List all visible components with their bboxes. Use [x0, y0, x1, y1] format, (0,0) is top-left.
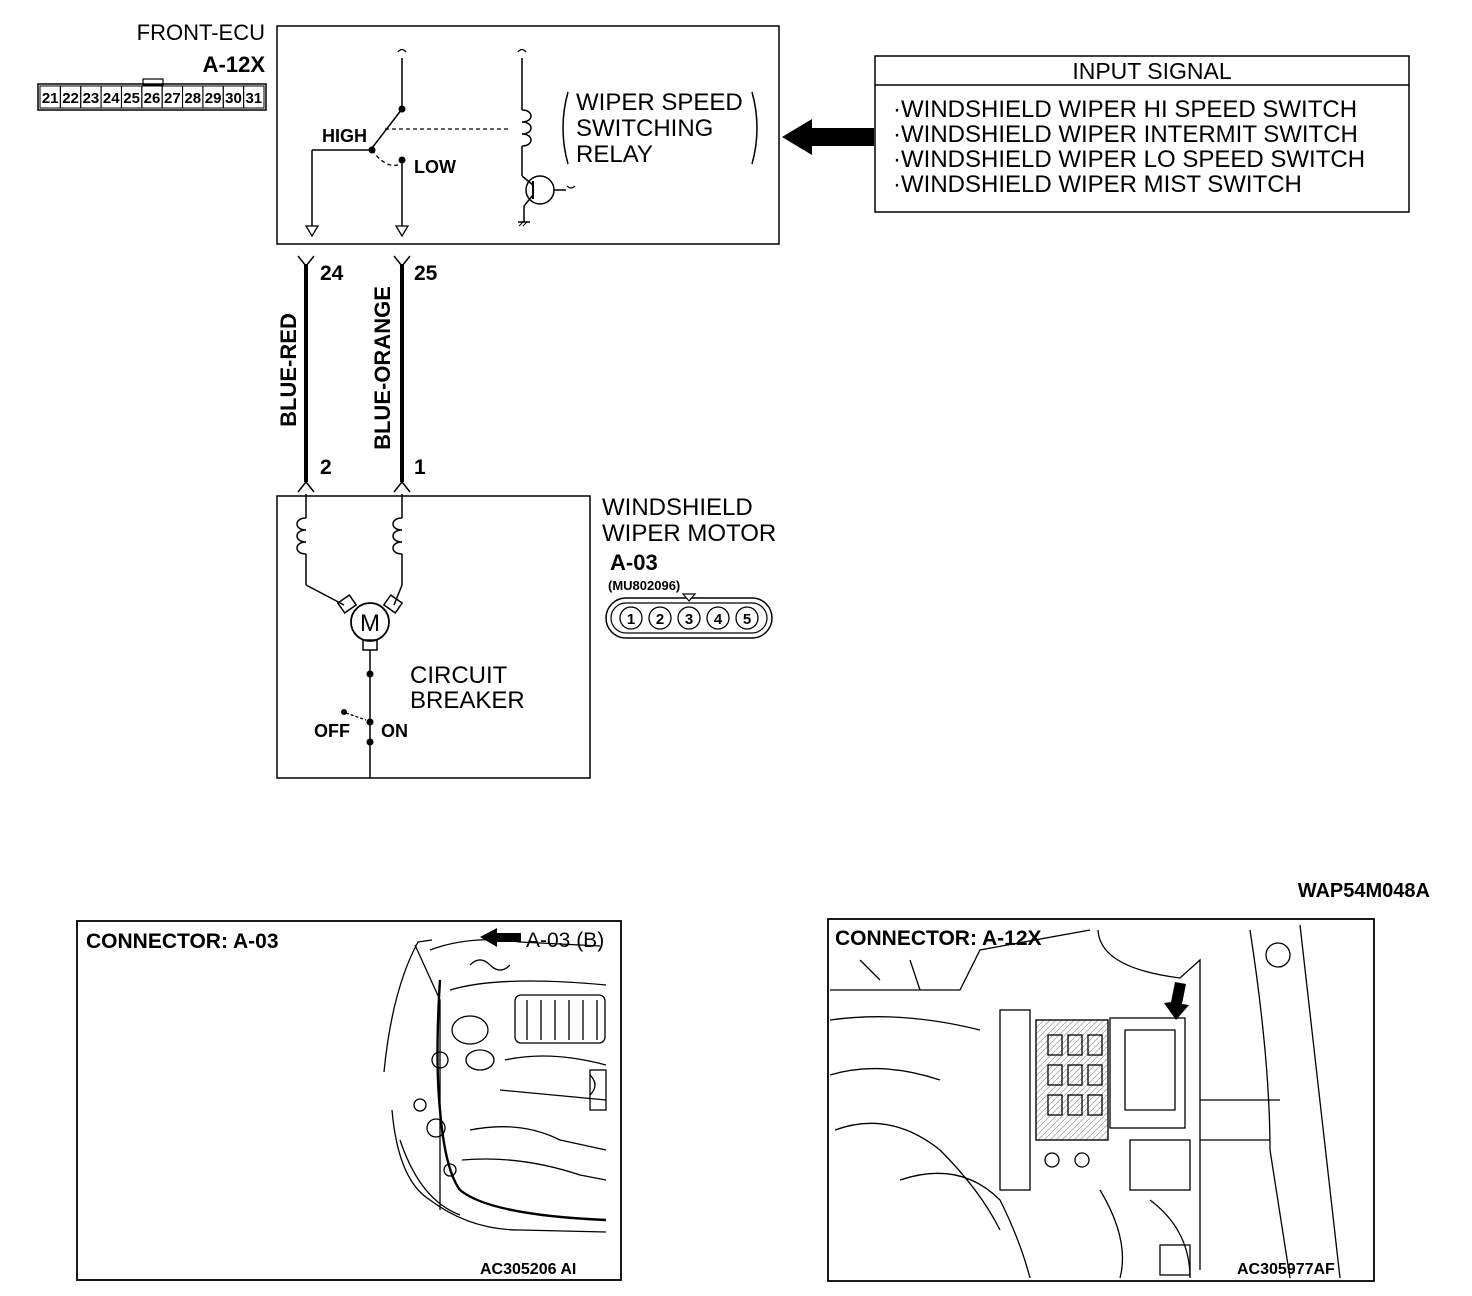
motor-coils — [296, 494, 403, 606]
relay-switch — [304, 48, 510, 238]
wire-blue-orange — [393, 255, 411, 493]
high-label: HIGH — [322, 126, 367, 146]
connector-panel-a12x: CONNECTOR: A-12X AC305977AF — [827, 918, 1375, 1282]
ecu-pin-number: 26 — [144, 90, 161, 107]
motor-pin-cell — [648, 606, 672, 630]
relay-coil — [517, 48, 532, 176]
input-signal-title: INPUT SIGNAL — [1072, 58, 1232, 84]
ecu-pin-number: 22 — [62, 90, 79, 107]
engine-bay-illustration — [383, 939, 607, 1233]
motor-pin-number: 5 — [743, 611, 751, 628]
motor-pin-2-label: 2 — [320, 456, 332, 479]
motor-pin-cell — [677, 606, 701, 630]
ecu-pin-number: 27 — [164, 90, 181, 107]
circuit-breaker-switch — [341, 650, 374, 778]
motor-pin-cell — [619, 606, 643, 630]
ecu-pin-number: 30 — [225, 90, 242, 107]
motor-pin-1-label: 1 — [414, 456, 426, 479]
input-signal-item: ·WINDSHIELD WIPER INTERMIT SWITCH — [893, 121, 1358, 148]
motor-connector-id: A-03 — [610, 550, 658, 575]
motor-pin-number: 4 — [714, 611, 723, 628]
panel-a03-title: CONNECTOR: A-03 — [86, 930, 279, 953]
motor-pin-number: 1 — [627, 611, 635, 628]
ecu-pin-number: 21 — [42, 90, 59, 107]
relay-label-1: WIPER SPEED — [576, 89, 743, 116]
wire-blue-red — [297, 255, 315, 493]
panel-a12x-code: AC305977AF — [1237, 1261, 1335, 1278]
motor-connector-pinout: 1 2 3 4 5 — [605, 593, 773, 639]
callout-arrow-a03 — [480, 928, 521, 947]
input-signal-item: ·WINDSHIELD WIPER HI SPEED SWITCH — [893, 96, 1357, 123]
input-arrow — [782, 119, 874, 155]
ecu-pin-number: 29 — [205, 90, 222, 107]
ecu-pin-24-label: 24 — [320, 262, 344, 285]
input-signal-box — [874, 55, 1410, 213]
motor-pin-cell — [735, 606, 759, 630]
motor-symbol: M — [336, 594, 404, 651]
panel-a03-callout: A-03 (B) — [526, 929, 604, 952]
panel-a03-code: AC305206 AI — [480, 1261, 576, 1278]
figure-code: WAP54M048A — [1298, 880, 1430, 902]
on-label: ON — [381, 721, 408, 741]
junction-block-illustration — [829, 924, 1341, 1279]
ecu-box — [276, 25, 780, 245]
ecu-pin-number: 31 — [245, 90, 262, 107]
relay-bracket-left — [562, 91, 569, 165]
connector-panel-a03: CONNECTOR: A-03 A-03 (B) AC305206 AI — [76, 920, 622, 1281]
motor-name-2: WIPER MOTOR — [602, 520, 776, 547]
ecu-pin-number: 24 — [103, 90, 120, 107]
breaker-label-2: BREAKER — [410, 687, 525, 714]
wire-color-blue-red: BLUE-RED — [276, 313, 301, 427]
relay-label-3: RELAY — [576, 141, 653, 168]
motor-name-1: WINDSHIELD — [602, 494, 753, 521]
wire-color-blue-orange: BLUE-ORANGE — [370, 286, 395, 450]
svg-text:M: M — [360, 610, 380, 637]
relay-bracket-right — [751, 91, 758, 165]
low-label: LOW — [414, 157, 456, 177]
breaker-label-1: CIRCUIT — [410, 662, 508, 689]
relay-transistor — [518, 175, 576, 227]
relay-label-2: SWITCHING — [576, 115, 713, 142]
callout-arrow-a12x — [1164, 982, 1189, 1020]
ecu-name: FRONT-ECU — [137, 20, 265, 45]
ecu-connector-id: A-12X — [203, 52, 266, 77]
off-label: OFF — [314, 721, 350, 741]
panel-a12x-title: CONNECTOR: A-12X — [835, 927, 1042, 950]
motor-pin-number: 3 — [685, 611, 693, 628]
motor-pin-number: 2 — [656, 611, 664, 628]
ecu-pin-number: 23 — [83, 90, 100, 107]
ecu-pin-number: 28 — [184, 90, 201, 107]
motor-box — [276, 495, 591, 779]
input-signal-item: ·WINDSHIELD WIPER MIST SWITCH — [893, 171, 1302, 198]
input-signal-item: ·WINDSHIELD WIPER LO SPEED SWITCH — [893, 146, 1365, 173]
ecu-pin-number: 25 — [123, 90, 140, 107]
ecu-pin-cell — [243, 85, 265, 109]
motor-pin-cell — [706, 606, 730, 630]
ecu-pin-25-label: 25 — [414, 262, 438, 285]
motor-part-number: (MU802096) — [608, 578, 680, 593]
